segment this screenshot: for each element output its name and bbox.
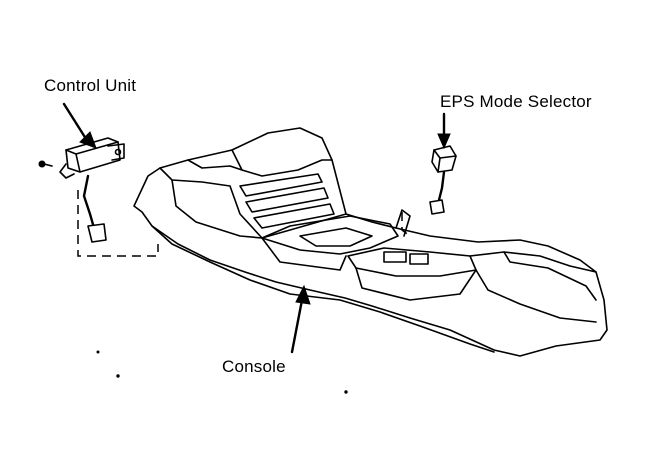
eps-mode-selector-label: EPS Mode Selector — [440, 92, 592, 111]
control-unit-label: Control Unit — [44, 76, 137, 95]
console-body — [133, 127, 608, 357]
console-label: Console — [222, 357, 286, 376]
control-unit-device — [38, 102, 159, 257]
console-arrow — [290, 284, 311, 354]
eps-mode-selector-device — [401, 112, 457, 237]
